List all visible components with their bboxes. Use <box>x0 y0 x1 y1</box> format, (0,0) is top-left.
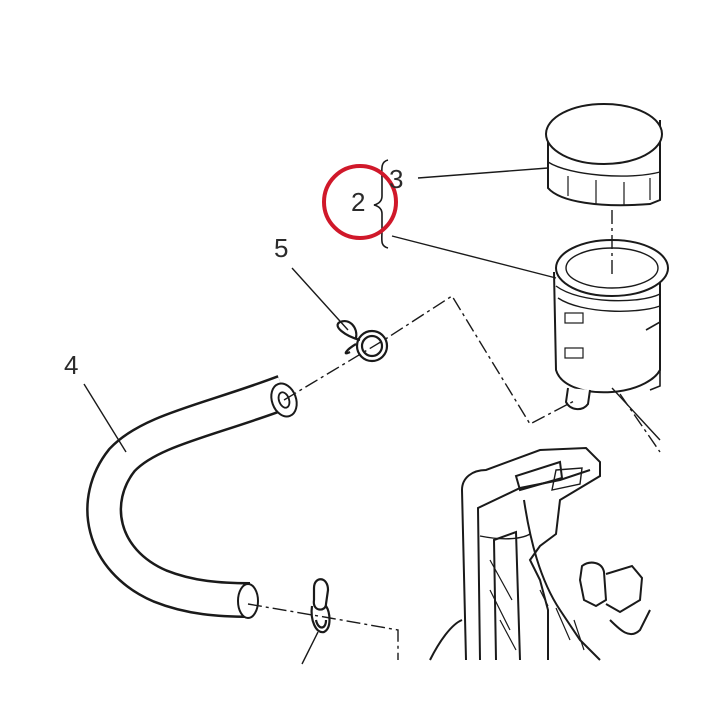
leader-lines <box>83 167 557 665</box>
brake-fluid-hose <box>86 375 298 619</box>
callout-2: 2 <box>351 187 366 217</box>
callout-3: 3 <box>389 164 404 194</box>
callout-5: 5 <box>274 233 289 263</box>
reservoir-body <box>553 239 669 441</box>
assembly-centerlines <box>247 210 661 660</box>
callout-4: 4 <box>64 350 79 380</box>
frame-bracket <box>429 446 651 661</box>
hose-clamp-lower <box>310 578 331 634</box>
highlight-circle <box>322 164 398 240</box>
reservoir-cap <box>545 103 663 207</box>
